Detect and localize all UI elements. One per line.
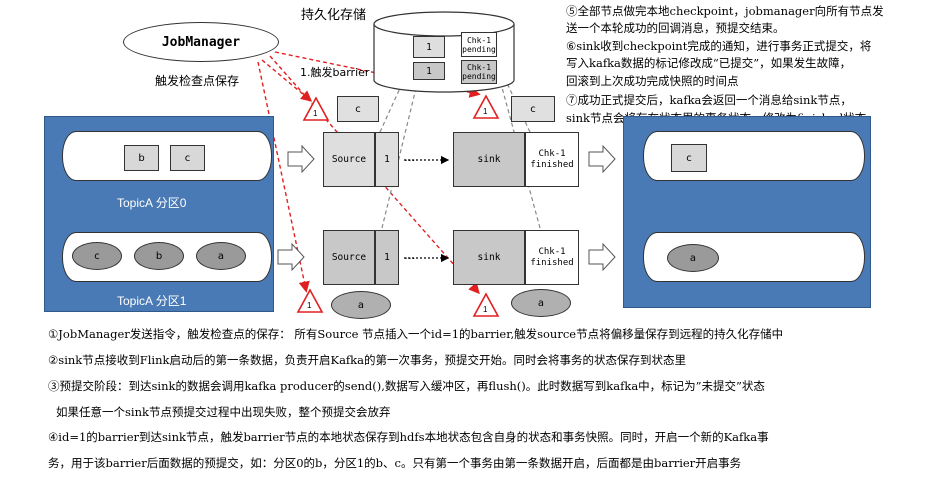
jobmanager-label: JobManager bbox=[161, 34, 241, 50]
barrier-triangle-4 bbox=[472, 292, 500, 317]
barrier-triangle-2 bbox=[296, 288, 324, 313]
sink-node-1: sink bbox=[453, 132, 525, 187]
storage-status-1: Chk-1 pending bbox=[461, 32, 497, 57]
barrier-caption: 1.触发barrier bbox=[300, 66, 370, 79]
sink-status-2: Chk-1 finished bbox=[525, 230, 579, 285]
source-node-2: Source bbox=[323, 230, 375, 285]
block-arrow-4 bbox=[588, 242, 616, 272]
block-arrow-1 bbox=[287, 144, 315, 174]
barrier-triangle-number: 1 bbox=[307, 301, 312, 310]
sink-status-1: Chk-1 finished bbox=[525, 132, 579, 187]
in-flight-record-bottom-2: a bbox=[511, 289, 571, 317]
source-barrier-1: 1 bbox=[375, 132, 399, 187]
jobmanager-node: JobManager bbox=[123, 22, 279, 62]
note-top-line: ⑦成功正式提交后，kafka会返回一个消息给sink节点， bbox=[566, 93, 852, 107]
partition1-label: TopicA 分区1 bbox=[117, 294, 187, 308]
in-flight-record-bottom: a bbox=[331, 291, 391, 319]
storage-title: 持久化存储 bbox=[301, 8, 367, 23]
note-top-line: 回滚到上次成功完成快照的时间点 bbox=[566, 74, 739, 88]
partition1-record-a: a bbox=[196, 242, 246, 270]
partition1-record-b: b bbox=[134, 242, 184, 270]
jobmanager-caption: 触发检查点保存 bbox=[155, 74, 240, 88]
sink-node-2: sink bbox=[453, 230, 525, 285]
note-top-line: 送一个本轮成功的回调消息，预提交结束。 bbox=[566, 21, 785, 35]
note-top-line: ⑤全部节点做完本地checkpoint，jobmanager向所有节点发 bbox=[566, 4, 884, 18]
note-bottom-line: 务，用于该barrier后面数据的预提交，如：分区0的b，分区1的b、c。只有第… bbox=[48, 456, 742, 470]
note-top-line: ⑥sink收到checkpoint完成的通知，进行事务正式提交，将 bbox=[566, 39, 872, 53]
barrier-triangle-number: 1 bbox=[483, 107, 488, 116]
block-arrow-3 bbox=[588, 144, 616, 174]
source-barrier-2: 1 bbox=[375, 230, 399, 285]
barrier-triangle-number: 1 bbox=[483, 305, 488, 314]
barrier-triangle-3 bbox=[472, 94, 500, 119]
barrier-triangle-1 bbox=[302, 96, 330, 121]
note-bottom-line: ④id=1的barrier到达sink节点，触发barrier节点的本地状态保存… bbox=[48, 430, 769, 444]
storage-status-2: Chk-1 pending bbox=[461, 60, 497, 84]
partition1-record-c: c bbox=[72, 242, 122, 270]
save-line-2 bbox=[381, 77, 421, 229]
storage-id-1: 1 bbox=[413, 36, 445, 58]
partition0-label: TopicA 分区0 bbox=[117, 196, 187, 210]
partition0-pipe bbox=[62, 131, 272, 181]
note-bottom-line: ③预提交阶段：到达sink的数据会调用kafka producer的send()… bbox=[48, 379, 765, 393]
output-record-bottom: a bbox=[667, 244, 719, 272]
in-flight-record-top-2: c bbox=[511, 96, 555, 122]
note-bottom-line: ①JobManager发送指令，触发检查点的保存： 所有Source 节点插入一… bbox=[48, 327, 784, 341]
partition0-record-b: b bbox=[124, 145, 159, 171]
note-top-line: 写入kafka数据的标记修改成“已提交”，如果发生故障， bbox=[566, 56, 852, 70]
partition0-record-c: c bbox=[170, 145, 205, 171]
flow-ellipsis-top: ... bbox=[404, 150, 416, 164]
note-bottom-line: 如果任意一个sink节点预提交过程中出现失败，整个预提交会放弃 bbox=[56, 405, 391, 419]
note-bottom-line: ②sink节点接收到Flink启动后的第一条数据，负责开启Kafka的第一次事务… bbox=[48, 353, 686, 367]
source-node-1: Source bbox=[323, 132, 375, 187]
barrier-triangle-number: 1 bbox=[313, 109, 318, 118]
in-flight-record-top: c bbox=[337, 96, 379, 122]
block-arrow-2 bbox=[277, 242, 305, 272]
storage-id-2: 1 bbox=[413, 62, 445, 80]
save-line-4 bbox=[497, 77, 541, 229]
output-record-top: c bbox=[671, 144, 707, 172]
trigger-line-2 bbox=[257, 61, 310, 293]
flow-ellipsis-bottom: ... bbox=[404, 248, 416, 262]
